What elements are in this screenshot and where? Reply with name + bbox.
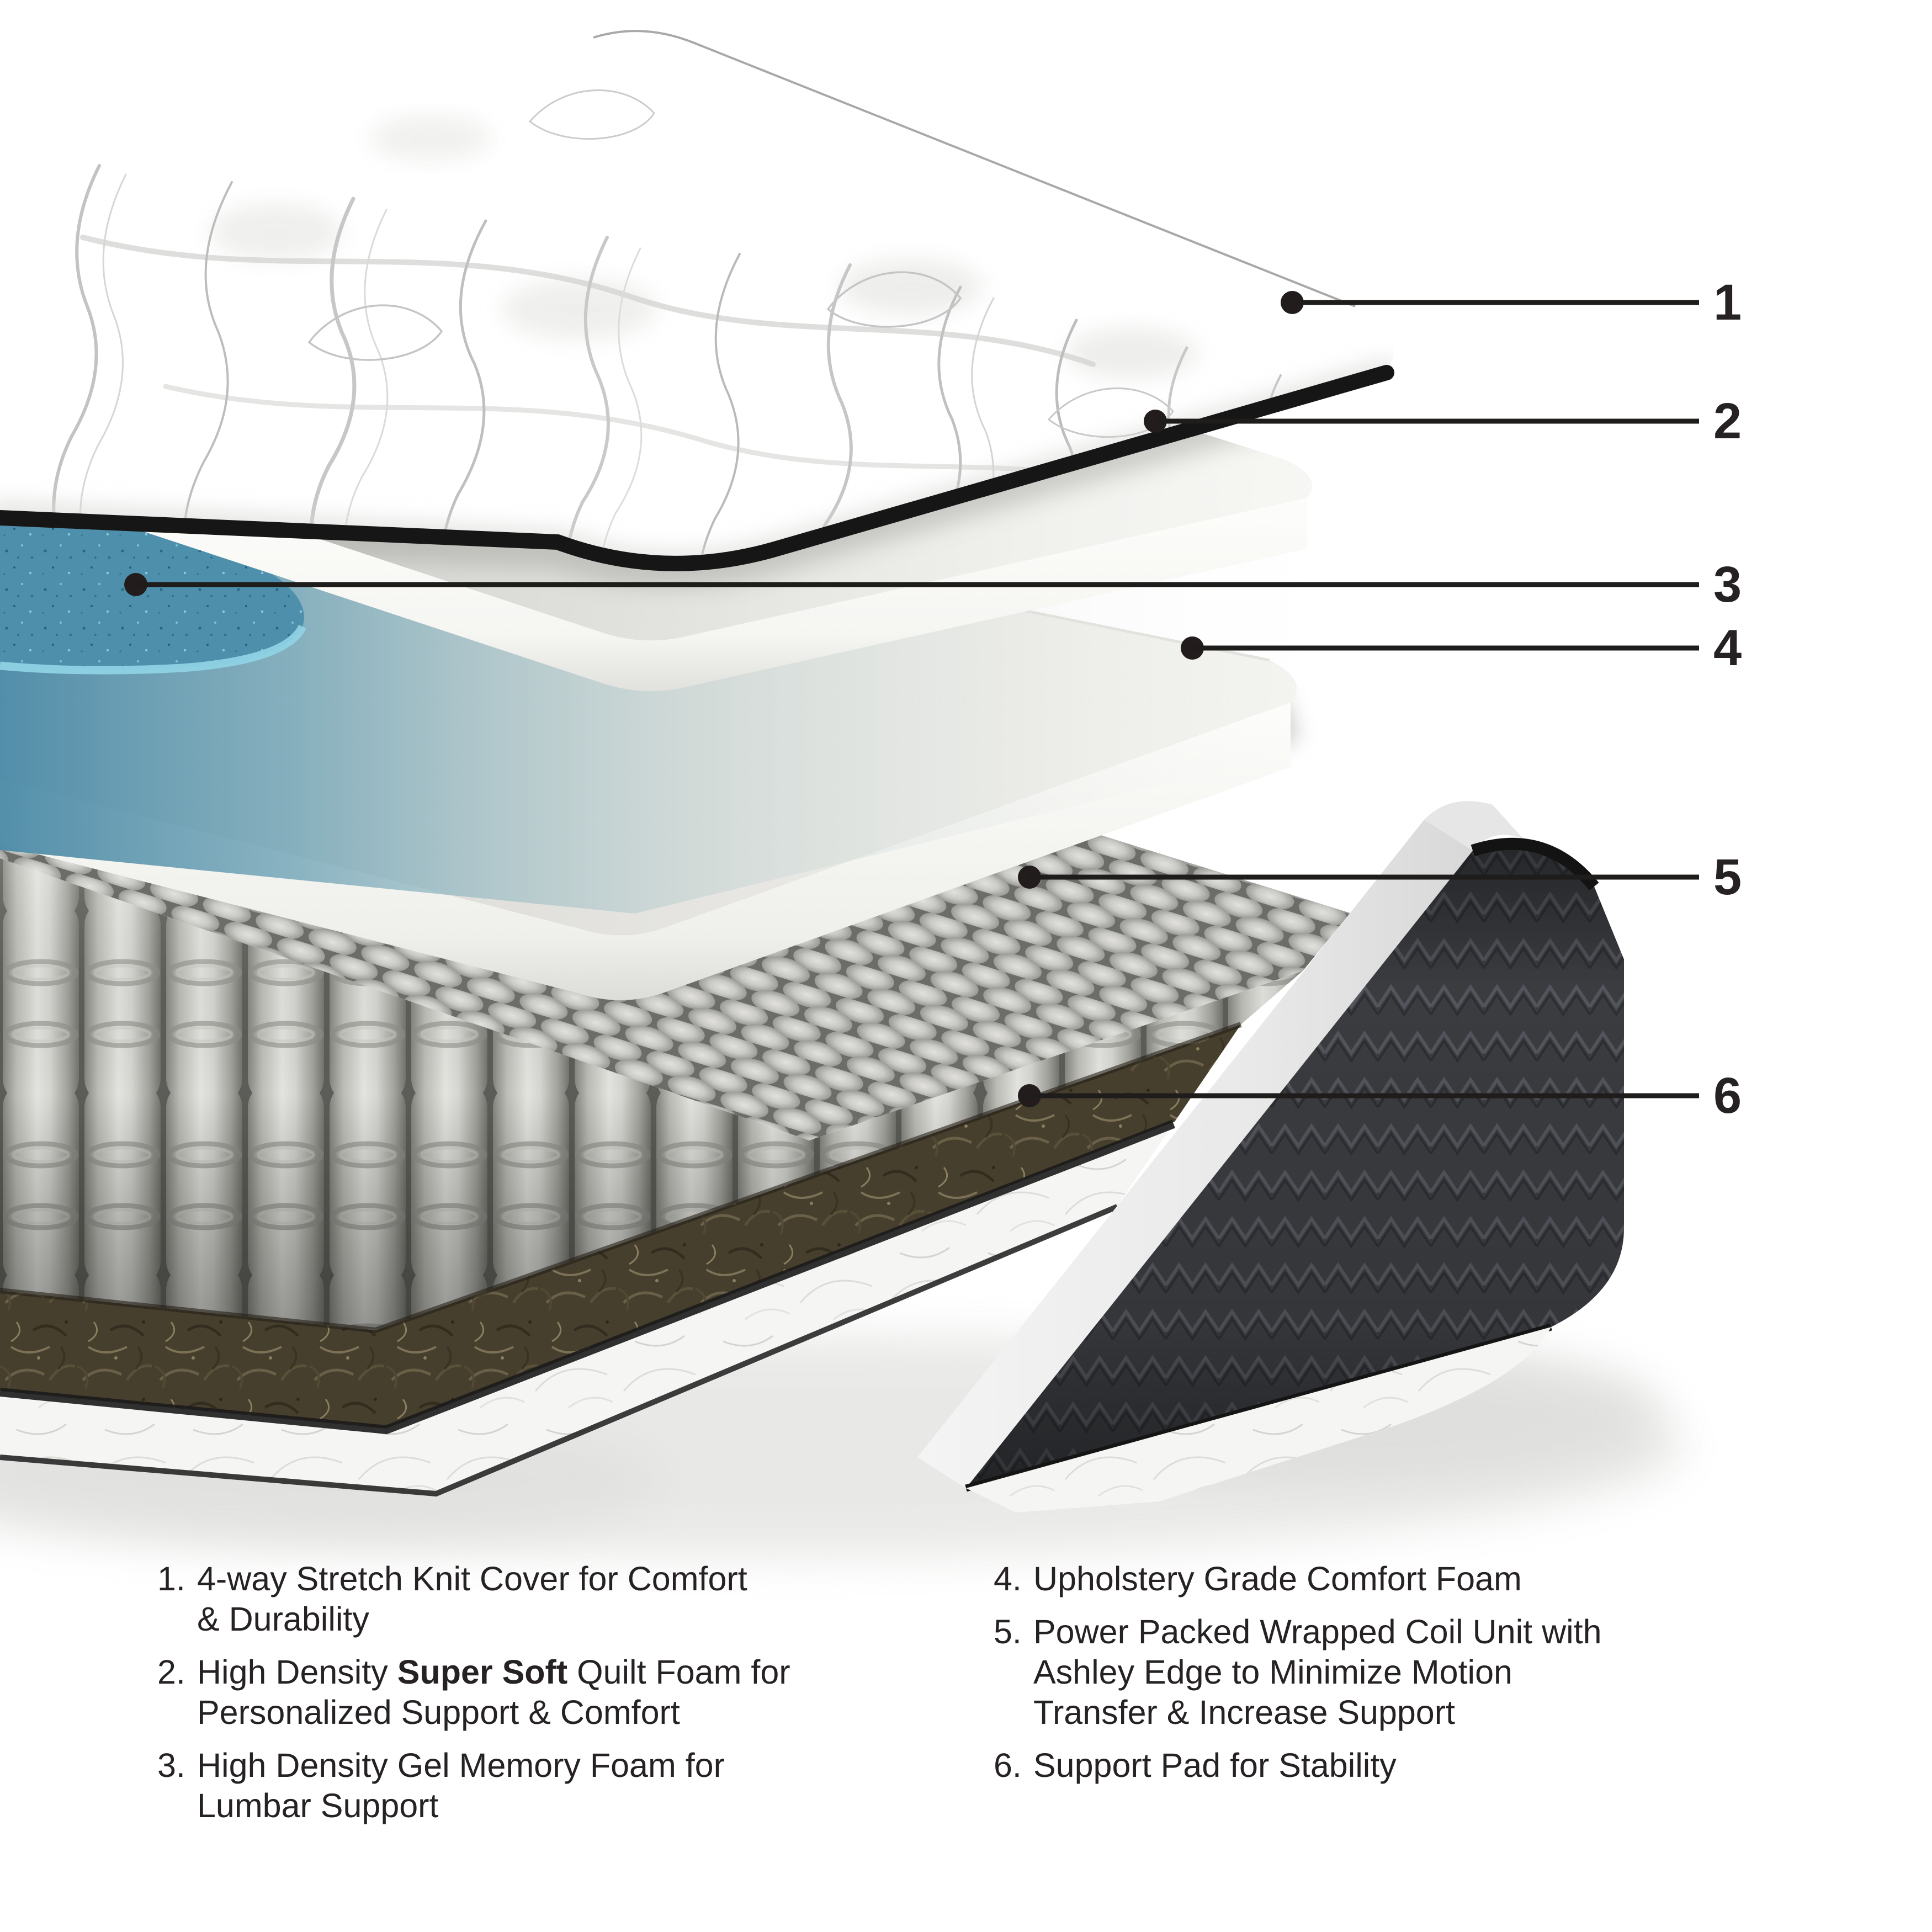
legend-item-text: 4-way Stretch Knit Cover for Comfort& Du… (197, 1560, 747, 1638)
legend-item-number: 5. (994, 1613, 1022, 1650)
callout-1 (1281, 291, 1699, 314)
callout-number-3: 3 (1713, 556, 1743, 613)
legend-item-left-2: 2. High Density Super Soft Quilt Foam for… (157, 1652, 974, 1733)
layer-support-pad (0, 1025, 1241, 1435)
layer-quilt-cover (0, 30, 1395, 571)
callout-5 (1018, 866, 1699, 889)
legend-left-column: 1. 4-way Stretch Knit Cover for Comfort& … (157, 1559, 974, 1839)
callout-number-6: 6 (1713, 1068, 1743, 1124)
legend-item-right-1: 4. Upholstery Grade Comfort Foam (994, 1559, 1888, 1599)
legend-item-left-1: 1. 4-way Stretch Knit Cover for Comfort& … (157, 1559, 974, 1639)
legend-item-number: 4. (994, 1560, 1022, 1597)
cover-binding (0, 365, 1394, 571)
callout-number-4: 4 (1713, 620, 1743, 676)
layer-edge-encasement (917, 801, 1624, 1512)
cover-top-edge (593, 30, 1356, 307)
layer-base-shell (0, 1121, 1176, 1497)
legend-right-column: 4. Upholstery Grade Comfort Foam 5. Power P… (994, 1559, 1888, 1798)
callout-number-1: 1 (1713, 274, 1743, 331)
callout-number-5: 5 (1713, 849, 1743, 905)
callout-4 (1181, 636, 1699, 660)
legend-item-text: Upholstery Grade Comfort Foam (1033, 1560, 1522, 1597)
legend-item-number: 1. (157, 1560, 185, 1597)
legend-item-number: 2. (157, 1653, 185, 1691)
callout-lines (124, 291, 1699, 1107)
legend-item-number: 6. (994, 1747, 1022, 1784)
legend-item-right-3: 6. Support Pad for Stability (994, 1745, 1888, 1786)
legend-item-text: Support Pad for Stability (1033, 1747, 1397, 1784)
legend-item-number: 3. (157, 1747, 185, 1784)
callout-6 (1018, 1084, 1699, 1107)
callout-2 (1144, 410, 1699, 433)
callout-number-2: 2 (1713, 393, 1743, 449)
callout-3 (124, 573, 1699, 596)
